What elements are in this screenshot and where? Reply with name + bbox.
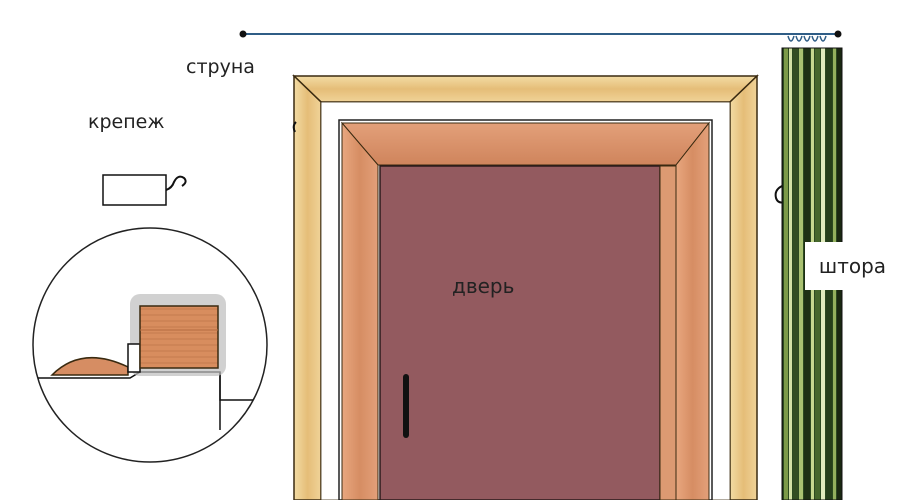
- string-wire: [239, 30, 842, 38]
- frame-hook-left: [292, 121, 297, 133]
- door-panel: [379, 165, 677, 500]
- label-door: дверь: [452, 274, 515, 298]
- fastener-bracket-icon: [102, 174, 187, 206]
- door-handle: [403, 374, 409, 438]
- label-curtain: штора: [805, 242, 900, 290]
- curtain-rings: [787, 35, 827, 42]
- detail-circle: [32, 227, 268, 463]
- frame-hook-right: [774, 185, 785, 204]
- label-fastener: крепеж: [88, 111, 165, 133]
- label-string: струна: [186, 56, 255, 78]
